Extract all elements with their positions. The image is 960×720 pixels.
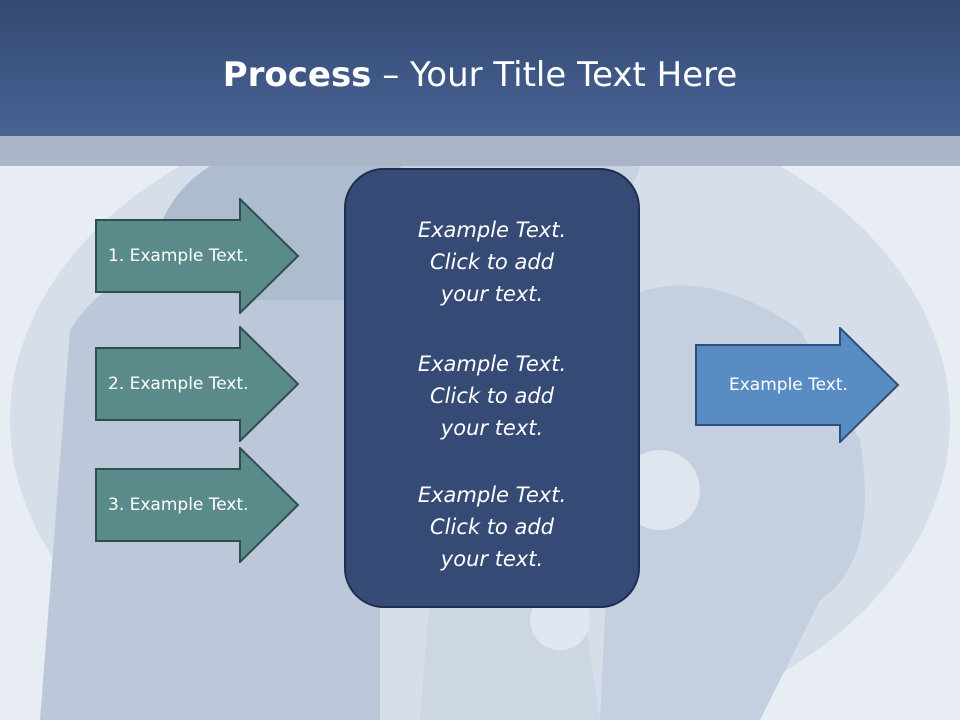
left-arrow-3[interactable]: 3. Example Text. [95,447,300,563]
left-arrow-1-label: 1. Example Text. [108,246,249,266]
center-text-line: Example Text. [417,218,567,242]
right-arrow-label: Example Text. [729,375,848,395]
right-arrow-shape-icon [95,326,300,442]
slide-title-rest: – Your Title Text Here [371,55,738,95]
slide-title-strong: Process [222,55,372,95]
center-text-line: Example Text. [417,352,567,376]
center-text-line: your text. [440,547,544,571]
center-text-line: your text. [440,282,544,306]
center-text-line: your text. [440,416,544,440]
left-arrow-3-label: 3. Example Text. [108,495,249,515]
slide-title[interactable]: Process – Your Title Text Here [0,48,960,102]
center-text-line: Click to add [429,384,554,408]
center-text-line: Click to add [429,515,554,539]
center-text-box[interactable]: Example Text. Click to add your text. Ex… [344,168,640,608]
left-arrow-2-label: 2. Example Text. [108,374,249,394]
right-arrow-shape-icon [695,327,900,443]
center-text-block-3: Example Text. Click to add your text. [346,479,638,575]
title-band [0,0,960,136]
title-underband [0,136,960,166]
left-arrow-2[interactable]: 2. Example Text. [95,326,300,442]
left-arrow-1[interactable]: 1. Example Text. [95,198,300,314]
right-arrow-shape-icon [95,198,300,314]
center-text-block-2: Example Text. Click to add your text. [346,348,638,444]
right-arrow-shape-icon [95,447,300,563]
center-text-line: Click to add [429,250,554,274]
right-arrow[interactable]: Example Text. [695,327,900,443]
center-text-line: Example Text. [417,483,567,507]
center-text-block-1: Example Text. Click to add your text. [346,214,638,310]
